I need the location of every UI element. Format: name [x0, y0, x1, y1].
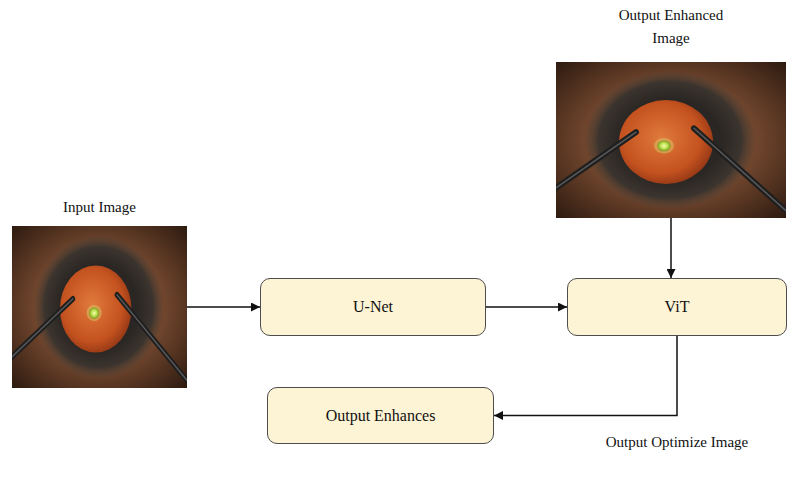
box-label: ViT	[665, 298, 690, 316]
process-box: ViT	[567, 278, 787, 336]
flow-arrow	[486, 306, 567, 308]
image-heading: Input Image	[17, 196, 182, 219]
flow-arrow	[670, 218, 672, 278]
image-panel: Input Image	[12, 196, 187, 388]
process-box: Output Enhances	[267, 387, 494, 444]
eye-photo	[556, 62, 786, 218]
edge-label: Output Optimize Image	[602, 431, 752, 453]
flow-arrow	[187, 306, 260, 308]
box-label: Output Enhances	[326, 407, 436, 425]
photo-frame	[556, 62, 786, 218]
flow-arrow	[494, 336, 677, 416]
photo-frame	[12, 226, 187, 388]
process-box: U-Net	[260, 278, 486, 336]
image-panel: Output Enhanced Image	[556, 4, 786, 218]
eye-photo	[12, 226, 187, 388]
box-label: U-Net	[353, 298, 393, 316]
image-heading: Output Enhanced Image	[601, 4, 741, 50]
